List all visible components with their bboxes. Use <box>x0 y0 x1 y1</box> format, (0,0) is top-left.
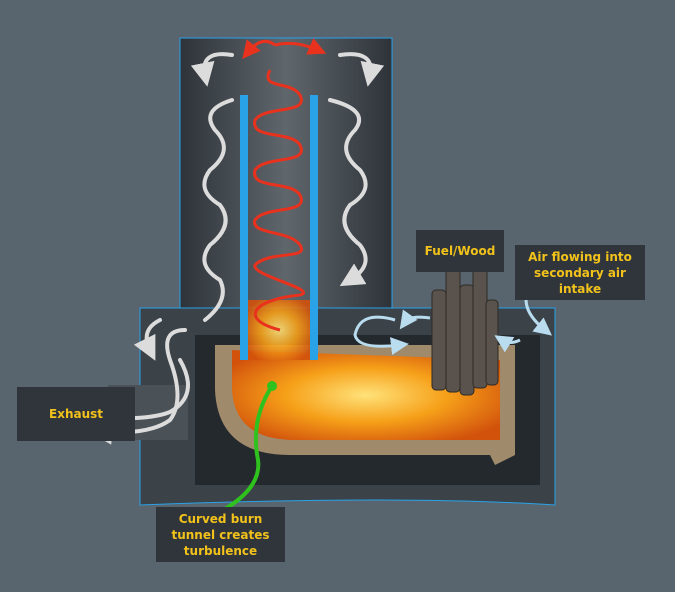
hot-air-arrow-left <box>242 39 276 59</box>
fuel-label: Fuel/Wood <box>416 230 504 272</box>
fuel-logs <box>431 261 499 396</box>
riser-wall-left <box>240 95 248 360</box>
hot-air-arrow-right <box>274 38 327 55</box>
riser-wall-right <box>310 95 318 360</box>
burn-tunnel-label: Curved burn tunnel creates turbulence <box>156 507 285 562</box>
pointer-dot-top <box>267 381 277 391</box>
pointer-line <box>215 384 274 516</box>
air-intake-label: Air flowing into secondary air intake <box>515 245 645 300</box>
exhaust-label: Exhaust <box>17 387 135 441</box>
hot-air-spiral-arrow <box>253 69 305 332</box>
